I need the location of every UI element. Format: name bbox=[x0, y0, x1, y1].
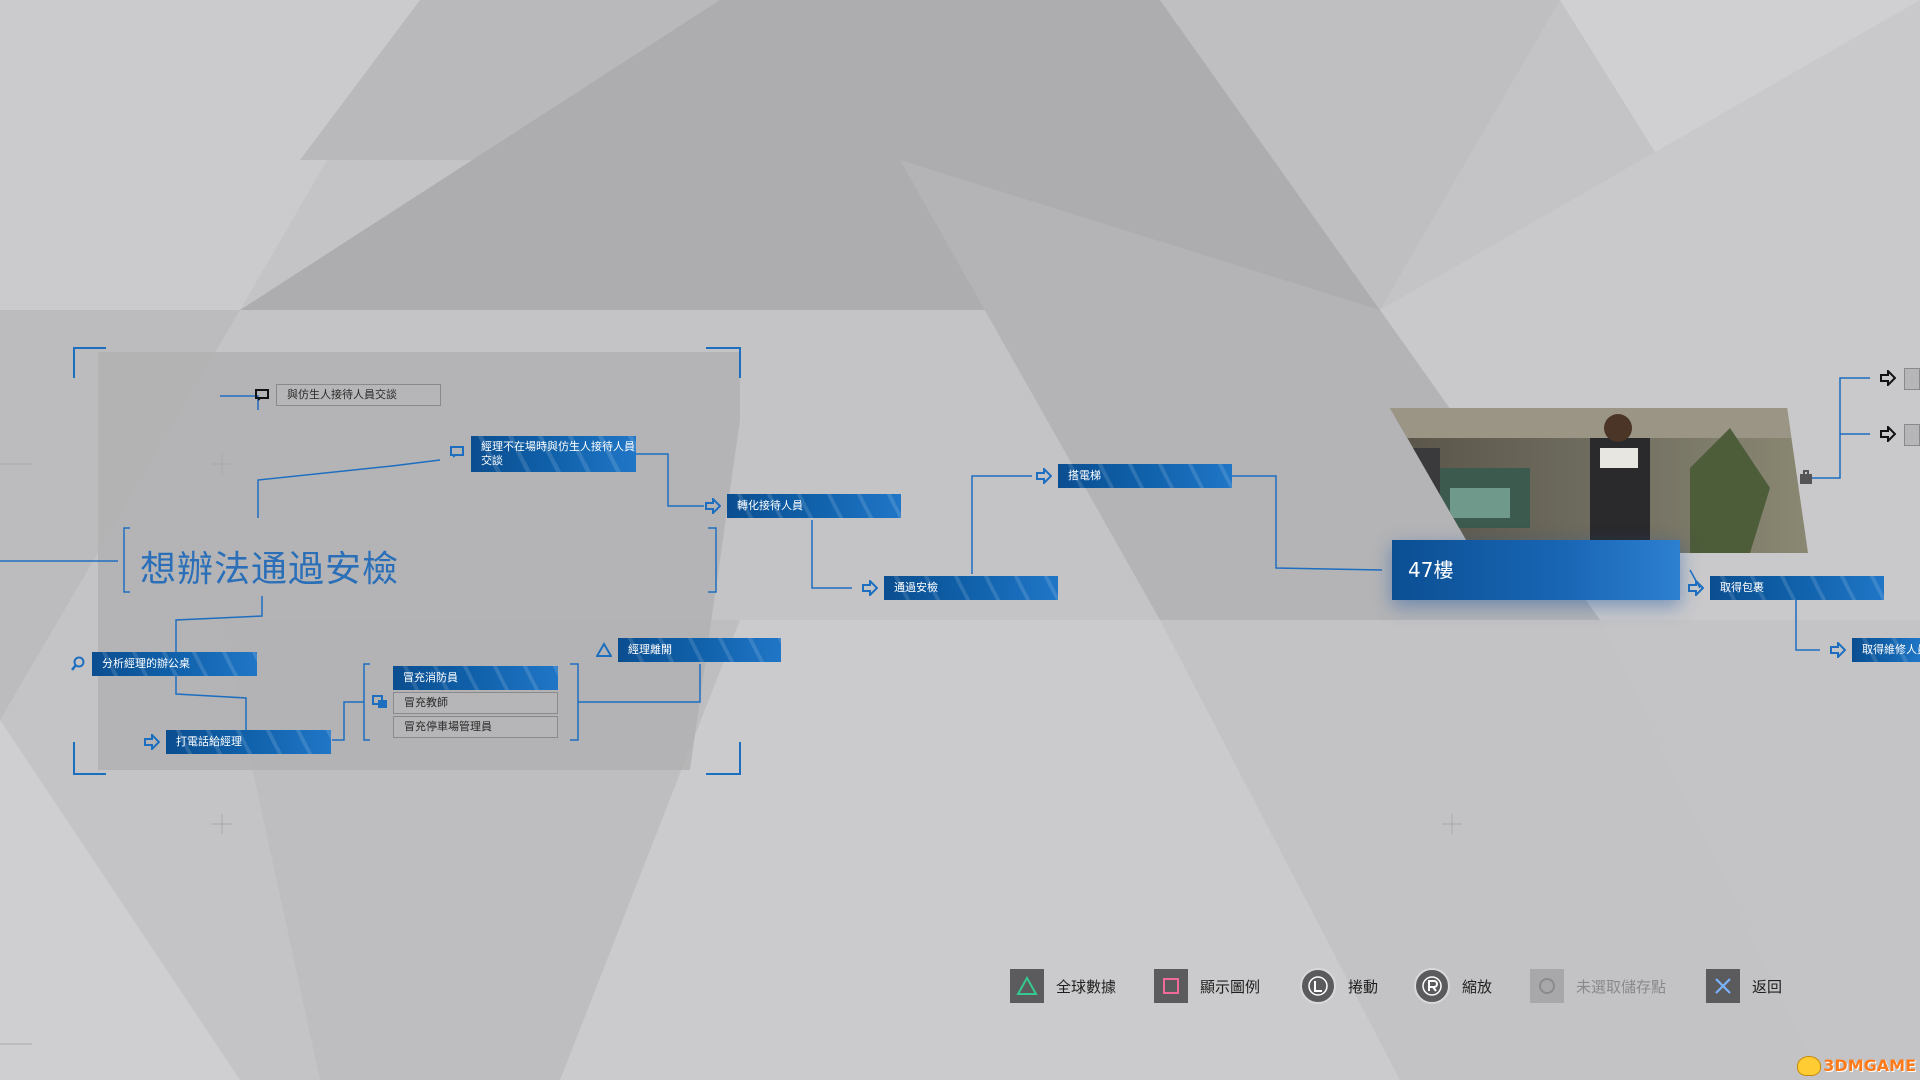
node-label: 分析經理的辦公桌 bbox=[102, 657, 190, 670]
node-label: 打電話給經理 bbox=[176, 735, 242, 748]
mascot-icon bbox=[1797, 1056, 1822, 1076]
legend-label: 全球數據 bbox=[1056, 977, 1117, 996]
node-partial-bottom[interactable] bbox=[1904, 424, 1920, 446]
node-label: 與仿生人接待人員交談 bbox=[287, 388, 397, 401]
legend-no-savepoint: 未選取儲存點 bbox=[1530, 968, 1666, 1004]
square-icon bbox=[1154, 969, 1188, 1003]
legend-label: 捲動 bbox=[1348, 977, 1379, 996]
node-label: 冒充停車場管理員 bbox=[404, 720, 492, 733]
node-label: 經理離開 bbox=[628, 643, 672, 656]
floor-47-node[interactable]: 47樓 bbox=[1392, 540, 1680, 600]
node-pose-teacher[interactable]: 冒充教師 bbox=[393, 692, 558, 714]
node-take-elevator[interactable]: 搭電梯 bbox=[1058, 464, 1232, 488]
node-get-package[interactable]: 取得包裹 bbox=[1710, 576, 1884, 600]
node-manager-absent[interactable]: 經理不在場時與仿生人接待人員交談 bbox=[471, 436, 636, 472]
node-label: 冒充消防員 bbox=[403, 671, 458, 684]
search-icon bbox=[71, 656, 85, 671]
node-label: 取得維修人員 bbox=[1862, 643, 1920, 656]
arrow-right-icon bbox=[1830, 642, 1846, 658]
node-pose-parking[interactable]: 冒充停車場管理員 bbox=[393, 716, 558, 738]
node-label: 轉化接待人員 bbox=[737, 499, 803, 512]
watermark: 3DMGAME bbox=[1797, 1055, 1916, 1076]
objective-title: 想辦法通過安檢 bbox=[140, 549, 400, 590]
swap-icon bbox=[372, 695, 387, 708]
speech-icon bbox=[255, 389, 269, 401]
arrow-right-icon bbox=[1688, 580, 1704, 596]
legend-scroll[interactable]: 捲動 bbox=[1300, 968, 1378, 1004]
legend-back[interactable]: 返回 bbox=[1706, 968, 1782, 1004]
node-manager-leaves[interactable]: 經理離開 bbox=[618, 638, 781, 662]
node-label: 經理不在場時與仿生人接待人員交談 bbox=[481, 440, 635, 467]
circle-icon bbox=[1530, 969, 1564, 1003]
node-partial-top[interactable] bbox=[1904, 368, 1920, 390]
node-pass-security[interactable]: 通過安檢 bbox=[884, 576, 1058, 600]
triangle-icon bbox=[1010, 969, 1044, 1003]
triangle-icon bbox=[596, 642, 612, 657]
legend-label: 縮放 bbox=[1462, 977, 1493, 996]
watermark-text: 3DMGAME bbox=[1823, 1055, 1916, 1075]
node-convert-receptionist[interactable]: 轉化接待人員 bbox=[727, 494, 901, 518]
node-talk-android[interactable]: 與仿生人接待人員交談 bbox=[276, 384, 441, 406]
cross-icon bbox=[1706, 969, 1740, 1003]
r-stick-icon bbox=[1414, 968, 1450, 1004]
node-label: 取得包裹 bbox=[1720, 581, 1764, 594]
arrow-right-icon bbox=[1036, 468, 1052, 484]
legend-show-legend[interactable]: 顯示圖例 bbox=[1154, 968, 1260, 1004]
node-analyze-office[interactable]: 分析經理的辦公桌 bbox=[92, 652, 257, 676]
legend-label: 返回 bbox=[1752, 977, 1783, 996]
node-call-manager[interactable]: 打電話給經理 bbox=[166, 730, 331, 754]
arrow-right-icon bbox=[862, 580, 878, 596]
legend-label: 顯示圖例 bbox=[1200, 977, 1261, 996]
node-get-repair[interactable]: 取得維修人員 bbox=[1852, 638, 1920, 662]
legend-label: 未選取儲存點 bbox=[1576, 977, 1667, 996]
arrow-right-icon bbox=[1880, 426, 1896, 442]
legend-global-data[interactable]: 全球數據 bbox=[1010, 968, 1116, 1004]
arrow-right-icon bbox=[1880, 370, 1896, 386]
legend-zoom[interactable]: 縮放 bbox=[1414, 968, 1492, 1004]
node-pose-firefighter[interactable]: 冒充消防員 bbox=[393, 666, 558, 690]
node-label: 通過安檢 bbox=[894, 581, 938, 594]
lock-icon bbox=[1800, 470, 1812, 484]
floor-label: 47樓 bbox=[1408, 558, 1454, 582]
l-stick-icon bbox=[1300, 968, 1336, 1004]
arrow-right-icon bbox=[705, 498, 721, 514]
node-label: 冒充教師 bbox=[404, 696, 448, 709]
node-label: 搭電梯 bbox=[1068, 469, 1101, 482]
speech-icon bbox=[450, 446, 464, 458]
arrow-right-icon bbox=[144, 734, 160, 750]
